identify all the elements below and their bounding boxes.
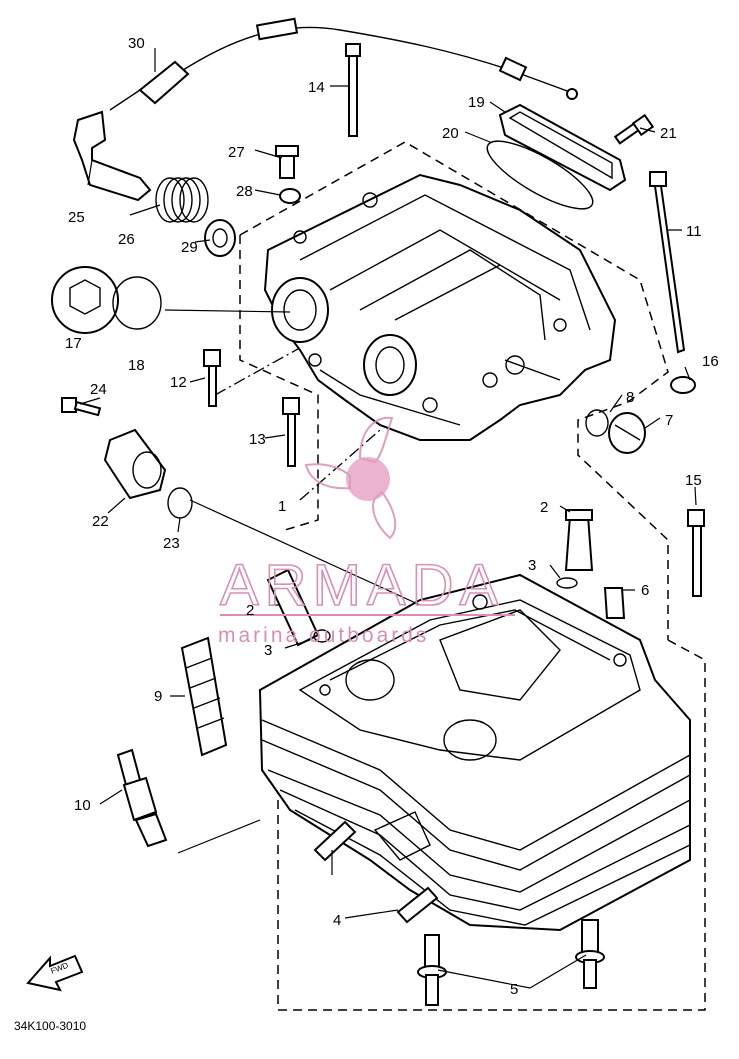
bolt-5-right xyxy=(575,919,605,989)
callout-16: 16 xyxy=(702,353,719,370)
callout-14: 14 xyxy=(308,79,325,96)
spark-plug xyxy=(116,748,168,848)
callout-20: 20 xyxy=(442,125,459,142)
callout-2b: 2 xyxy=(246,602,254,619)
callout-13: 13 xyxy=(249,431,266,448)
clip-3-left xyxy=(313,629,331,643)
washer-16 xyxy=(670,376,696,394)
bolt-15 xyxy=(687,509,705,597)
stud-4-lower xyxy=(396,886,439,924)
washer-28 xyxy=(279,188,301,204)
o-ring-8 xyxy=(585,409,609,437)
callout-3b: 3 xyxy=(264,642,272,659)
callout-23: 23 xyxy=(163,535,180,552)
callout-26: 26 xyxy=(118,231,135,248)
bolt-11 xyxy=(649,171,686,354)
callout-5: 5 xyxy=(510,981,518,998)
callout-19: 19 xyxy=(468,94,485,111)
fwd-arrow-icon xyxy=(26,954,84,992)
lower-assembly-outline xyxy=(277,639,706,1011)
callout-15: 15 xyxy=(685,472,702,489)
callout-17: 17 xyxy=(65,335,82,352)
callout-2a: 2 xyxy=(540,499,548,516)
watermark-logo xyxy=(304,416,397,540)
valve-guide-2-right xyxy=(564,515,594,571)
o-ring-23 xyxy=(167,487,193,519)
callout-9: 9 xyxy=(154,688,162,705)
upper-assembly-outline xyxy=(239,141,669,640)
clip-3-right xyxy=(556,577,578,589)
cylinder-head-cover xyxy=(263,173,617,441)
callout-8: 8 xyxy=(626,389,634,406)
callout-29: 29 xyxy=(181,239,198,256)
o-ring-20 xyxy=(486,140,594,210)
bolt-13 xyxy=(282,397,300,467)
gasket-19 xyxy=(498,103,627,192)
watermark-brand: ARMADA xyxy=(220,553,504,618)
callout-25: 25 xyxy=(68,209,85,226)
bolt-12 xyxy=(203,349,221,407)
exhaust-port xyxy=(363,334,417,396)
stud-4-upper xyxy=(313,820,357,862)
callout-12: 12 xyxy=(170,374,187,391)
torsion-spring xyxy=(155,177,209,223)
callout-18: 18 xyxy=(128,357,145,374)
callout-6: 6 xyxy=(641,582,649,599)
dowel-6 xyxy=(603,587,626,619)
callout-10: 10 xyxy=(74,797,91,814)
housing-22 xyxy=(103,428,167,500)
upper-assembly-outline-left xyxy=(239,235,319,531)
callout-1: 1 xyxy=(278,498,286,515)
watermark-tagline: marina outboards xyxy=(218,624,429,647)
valve-guide-2-left xyxy=(266,568,320,647)
intake-port xyxy=(271,277,329,343)
decompression-cable xyxy=(109,17,578,111)
o-ring-18 xyxy=(112,276,162,330)
leaders xyxy=(79,48,697,989)
callout-3a: 3 xyxy=(528,557,536,574)
callout-21: 21 xyxy=(660,125,677,142)
filter-9 xyxy=(180,636,228,757)
callout-11: 11 xyxy=(686,223,702,240)
plug-cap xyxy=(51,266,119,334)
callout-30: 30 xyxy=(128,35,145,52)
oil-seal xyxy=(204,219,236,257)
callout-7: 7 xyxy=(665,412,673,429)
callout-28: 28 xyxy=(236,183,253,200)
diagram-code: 34K100-3010 xyxy=(14,1019,86,1033)
callout-22: 22 xyxy=(92,513,109,530)
cylinder-head xyxy=(258,573,691,932)
callout-27: 27 xyxy=(228,144,245,161)
callout-24: 24 xyxy=(90,381,107,398)
bolt-5-left xyxy=(417,934,447,1006)
callout-4: 4 xyxy=(333,912,341,929)
bolt-24 xyxy=(61,397,77,413)
decomp-lever xyxy=(72,110,152,202)
bolt-14 xyxy=(345,43,361,137)
